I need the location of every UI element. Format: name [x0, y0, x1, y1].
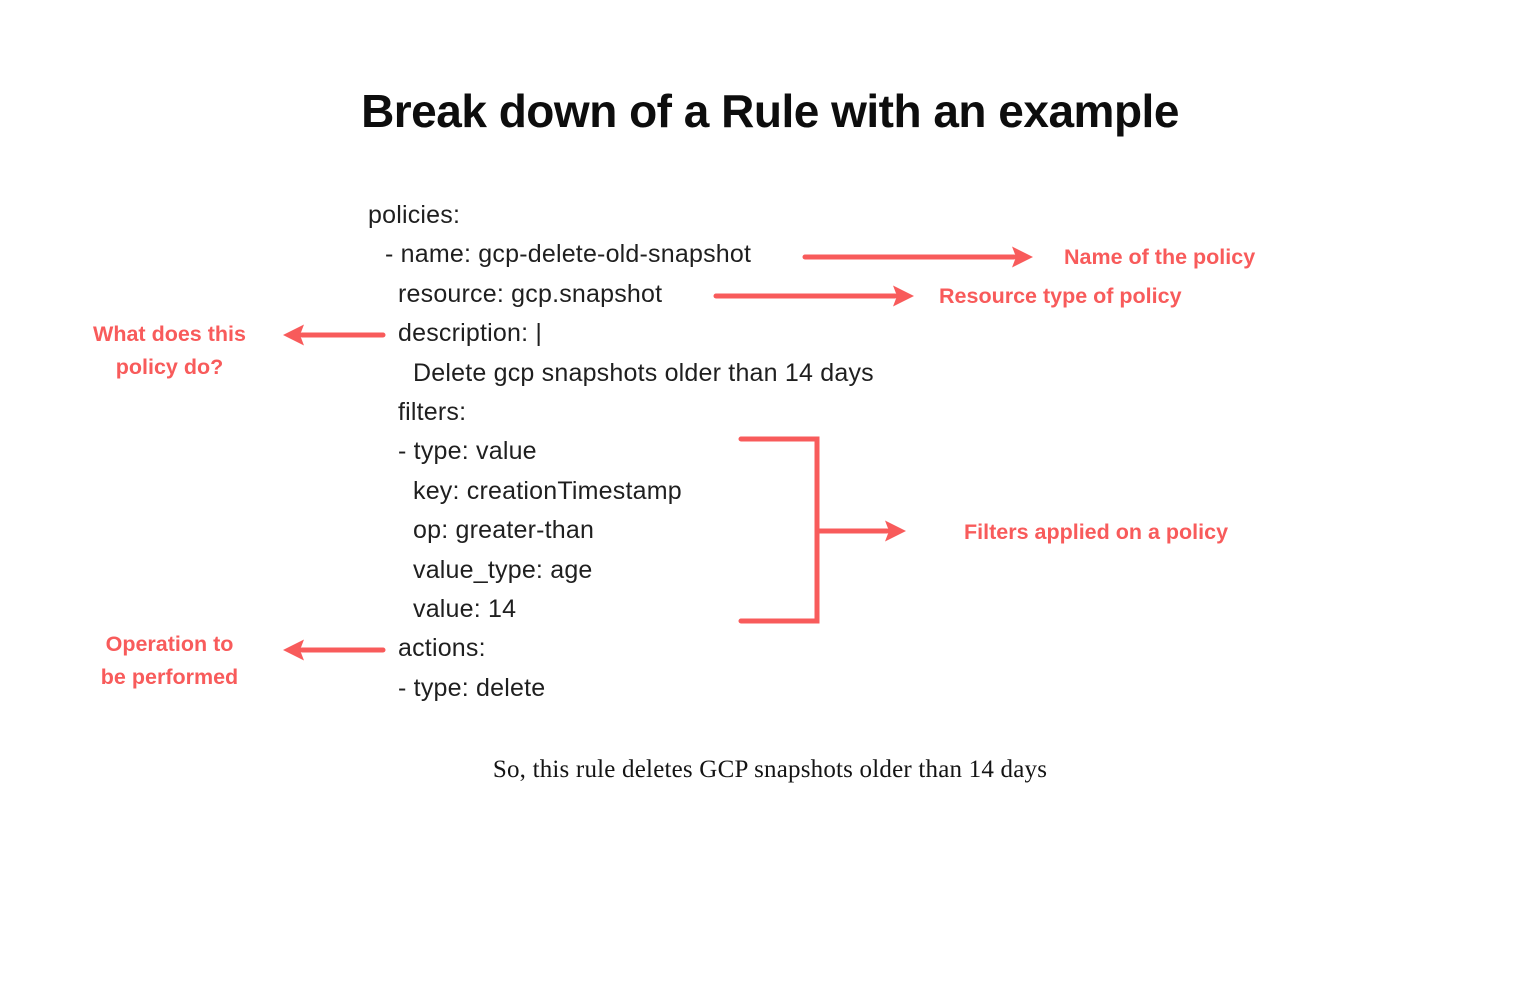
- code-line: Delete gcp snapshots older than 14 days: [413, 358, 874, 387]
- description-question-line1: What does this: [93, 322, 246, 346]
- resource-type-label: Resource type of policy: [939, 284, 1182, 308]
- code-line: value_type: age: [413, 555, 593, 584]
- yaml-policy-code: policies: - name: gcp-delete-old-snapsho…: [368, 196, 874, 708]
- name-policy-label: Name of the policy: [1064, 245, 1256, 269]
- code-line: value: 14: [413, 595, 517, 624]
- description-question-line2: policy do?: [115, 355, 224, 379]
- description-question-label: What does this policy do?: [72, 318, 267, 384]
- code-line: description: |: [398, 319, 543, 348]
- code-line: policies:: [368, 201, 461, 229]
- operation-line1: Operation to: [105, 632, 234, 656]
- code-line: actions:: [398, 634, 486, 663]
- page-title: Break down of a Rule with an example: [361, 85, 1179, 137]
- code-line: - type: delete: [398, 673, 546, 702]
- conclusion-text: So, this rule deletes GCP snapshots olde…: [492, 756, 1048, 783]
- code-line: filters:: [398, 398, 467, 427]
- filters-applied-label: Filters applied on a policy: [964, 520, 1229, 544]
- operation-line2: be performed: [100, 665, 239, 689]
- code-line: key: creationTimestamp: [413, 476, 682, 505]
- code-line: op: greater-than: [413, 516, 595, 545]
- code-line: - type: value: [398, 437, 537, 466]
- operation-label: Operation to be performed: [72, 628, 267, 694]
- code-line: resource: gcp.snapshot: [398, 279, 663, 308]
- code-line: - name: gcp-delete-old-snapshot: [385, 240, 752, 269]
